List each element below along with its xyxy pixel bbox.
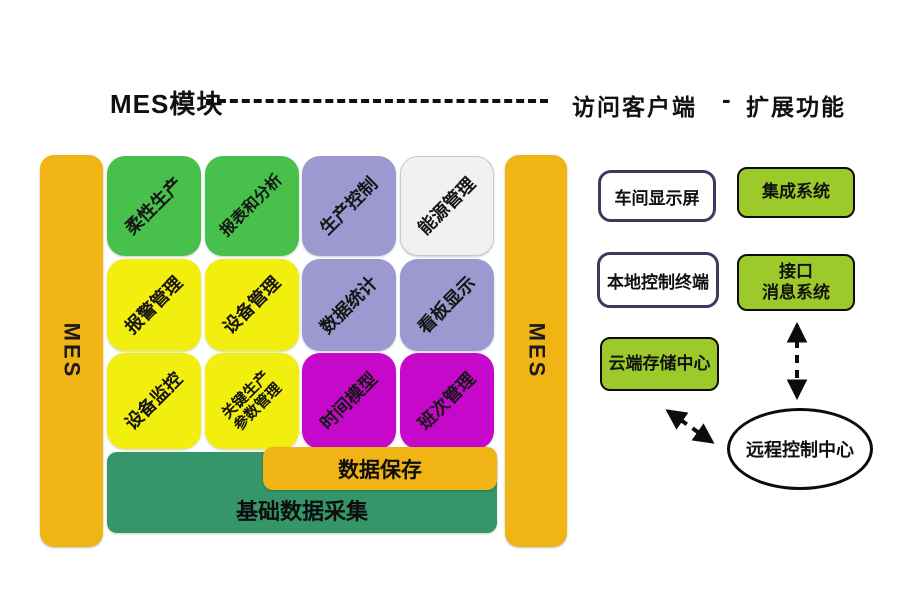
client-local-terminal-box: 本地控制终端 <box>597 252 719 308</box>
module-reports-analysis: 报表和分析 <box>205 156 299 256</box>
client-cloud-storage-label: 云端存储中心 <box>608 353 711 373</box>
module-flexible-production: 柔性生产 <box>107 156 201 256</box>
module-label: 生产控制 <box>316 173 382 239</box>
module-time-model: 时间模型 <box>302 353 396 449</box>
module-kanban-display: 看板显示 <box>400 259 494 351</box>
ext-integrated-system-box: 集成系统 <box>737 167 855 218</box>
mes-bar-left: MES <box>40 155 103 547</box>
ext-integrated-system-label: 集成系统 <box>762 182 830 202</box>
module-key-production-params: 关键生产 参数管理 <box>205 353 299 449</box>
client-local-terminal-label: 本地控制终端 <box>607 272 709 292</box>
base-data-collection-label: 基础数据采集 <box>235 499 368 524</box>
module-label: 看板显示 <box>414 272 480 338</box>
data-save-label: 数据保存 <box>338 458 422 482</box>
module-energy-management: 能源管理 <box>400 156 494 256</box>
remote-control-center-ellipse: 远程控制中心 <box>727 408 873 490</box>
module-label: 班次管理 <box>414 368 480 434</box>
data-save-bar: 数据保存 <box>263 447 497 490</box>
module-production-control: 生产控制 <box>302 156 396 256</box>
module-label: 报表和分析 <box>217 171 286 240</box>
module-label: 数据统计 <box>316 272 382 338</box>
module-label: 设备管理 <box>219 272 285 338</box>
client-shop-display-box: 车间显示屏 <box>598 170 716 222</box>
mes-bar-right-label: MES <box>524 322 549 380</box>
module-data-statistics: 数据统计 <box>302 259 396 351</box>
module-label: 设备监控 <box>121 368 187 434</box>
ext-interface-message-box: 接口 消息系统 <box>737 254 855 311</box>
client-section-title: 访问客户端 <box>572 94 697 120</box>
module-equipment-management: 设备管理 <box>205 259 299 351</box>
module-shift-management: 班次管理 <box>400 353 494 449</box>
page-title: MES模块 <box>110 89 224 119</box>
header-dashed-line <box>206 99 548 103</box>
module-label: 能源管理 <box>414 173 480 239</box>
mes-bar-left-label: MES <box>59 322 85 380</box>
module-label: 报警管理 <box>121 272 187 338</box>
ext-interface-message-label: 接口 消息系统 <box>762 262 830 302</box>
client-shop-display-label: 车间显示屏 <box>614 188 700 208</box>
module-label: 柔性生产 <box>121 173 187 239</box>
dashed-arrow-diagonal <box>665 409 715 444</box>
module-alarm-management: 报警管理 <box>107 259 201 351</box>
module-equipment-monitoring: 设备监控 <box>107 353 201 449</box>
mes-bar-right: MES <box>505 155 567 547</box>
remote-control-center-label: 远程控制中心 <box>746 440 854 460</box>
client-cloud-storage-box: 云端存储中心 <box>600 337 719 391</box>
header-separator: - <box>722 84 731 114</box>
module-label: 关键生产 参数管理 <box>218 367 286 435</box>
extension-section-title: 扩展功能 <box>746 94 846 120</box>
module-label: 时间模型 <box>316 368 382 434</box>
